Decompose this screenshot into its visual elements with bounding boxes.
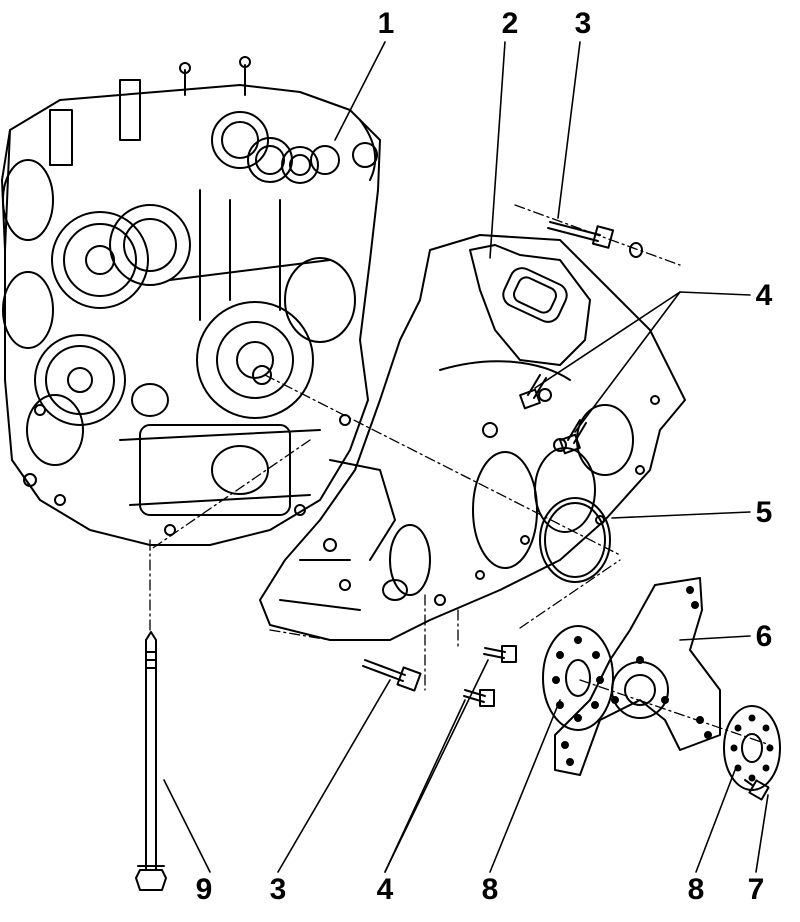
callout-8-right: 8 (687, 873, 705, 906)
bolt-lower (362, 659, 422, 692)
leader-lines (163, 41, 769, 873)
callout-6: 6 (755, 620, 773, 653)
bolt-short-a (483, 645, 517, 663)
bolt-housing-b (559, 419, 587, 455)
callout-9: 9 (195, 873, 213, 906)
callout-3-top: 3 (574, 7, 592, 40)
callout-3-bottom: 3 (269, 873, 287, 906)
alignment-lines (149, 204, 771, 746)
callout-1: 1 (377, 7, 395, 40)
bolt-small (744, 779, 770, 801)
callout-4-bottom: 4 (376, 873, 394, 906)
bolt-short-b (463, 689, 495, 707)
housing-cover (259, 234, 686, 641)
seal-ring (539, 497, 611, 583)
bolt-housing-a (519, 374, 547, 410)
spacer-disc-left (542, 625, 614, 731)
callout-5: 5 (755, 496, 773, 529)
drive-plate (554, 577, 721, 776)
engine-block (1, 56, 381, 546)
long-stud (135, 631, 167, 891)
callout-2: 2 (501, 7, 519, 40)
bolt-top (547, 221, 643, 258)
callout-4-right: 4 (755, 279, 773, 312)
callout-8-left: 8 (481, 873, 499, 906)
callout-7: 7 (747, 873, 765, 906)
